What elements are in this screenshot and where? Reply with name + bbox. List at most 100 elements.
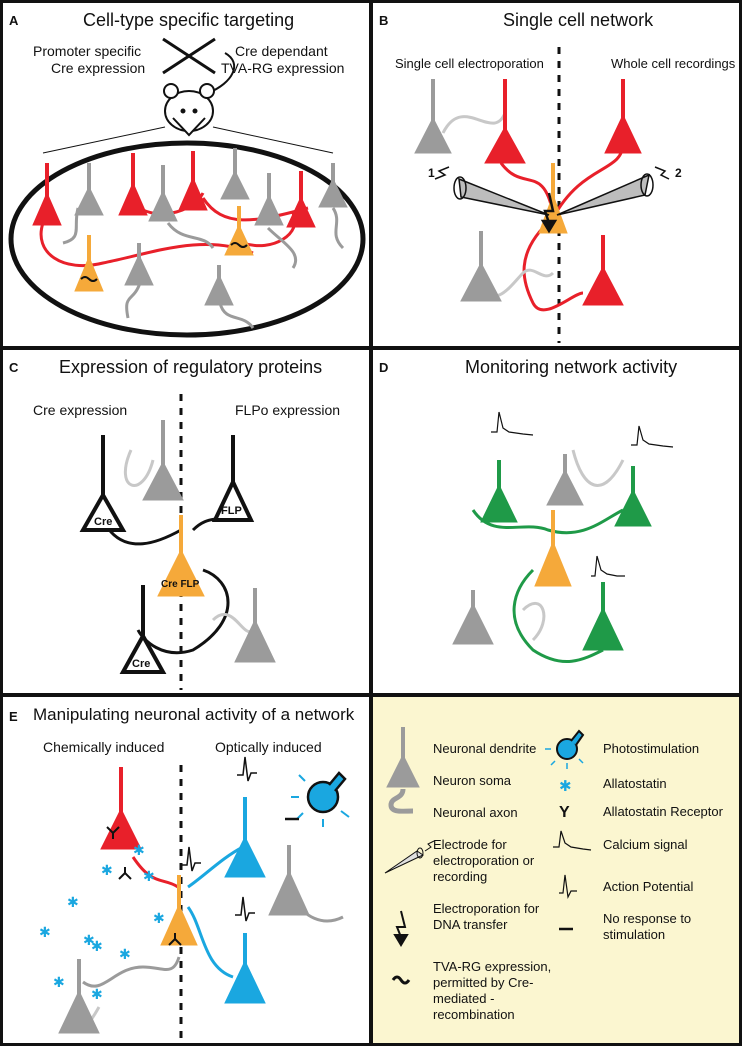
allatostatin-icon: ✱: [559, 777, 572, 795]
neuron-gray-4: [254, 173, 284, 226]
svg-text:✱: ✱: [91, 939, 103, 955]
axon-icon: [388, 788, 414, 814]
action-potential-icon: [559, 874, 577, 900]
neuron-gray-2: [58, 959, 100, 1034]
legend-axon-text: Neuronal axon: [433, 805, 518, 820]
panel-c-drawing: Cre FLP Cre FLP Cre: [79, 394, 276, 690]
neuron-gray-1: [142, 420, 184, 501]
neuron-red-3: [178, 151, 208, 211]
panel-a-right-text-1: Cre dependant: [235, 43, 328, 59]
neuron-red-1: [484, 79, 526, 164]
neuron-outline-cre-2: [119, 585, 167, 674]
legend-action-potential-text: Action Potential: [603, 879, 694, 894]
calcium-signal-icon: [553, 830, 592, 851]
neuron-orange-1: [74, 235, 104, 292]
creflp-label: Cre FLP: [161, 579, 200, 590]
panel-e: E Manipulating neuronal activity of a ne…: [0, 694, 372, 1046]
tva-rg-icon: [391, 975, 411, 985]
neuron-orange-center: [534, 510, 572, 587]
neuron-red-2: [604, 79, 642, 154]
neuron-gray-2: [148, 165, 178, 222]
neuron-gray-5: [318, 163, 348, 208]
panel-a-left-text-2: Cre expression: [51, 60, 146, 76]
panel-a: A Cell-type specific targeting Promoter …: [0, 0, 372, 349]
panel-b-drawing: [414, 47, 670, 343]
photostimulation-icon: [291, 771, 350, 827]
neuron-gray-1: [414, 79, 452, 154]
panel-e-label: E: [9, 709, 18, 724]
panel-d: D Monitoring network activity: [370, 347, 742, 696]
panel-c: C Expression of regulatory proteins Cre …: [0, 347, 372, 696]
neuron-blue-1: [224, 797, 266, 878]
electroporation-icon: [393, 910, 409, 947]
panel-a-drawing: [8, 37, 366, 338]
allatostatin-icon: ✱✱✱ ✱✱✱ ✱✱✱ ✱✱: [39, 843, 165, 1003]
neuron-green-2: [614, 466, 652, 527]
svg-text:✱: ✱: [39, 925, 51, 941]
neuron-gray-3: [220, 148, 250, 200]
svg-text:✱: ✱: [143, 869, 155, 885]
action-potential-icon: [181, 756, 257, 922]
panel-c-title: Expression of regulatory proteins: [59, 357, 323, 377]
legend-icons: ✱ Y: [384, 727, 592, 985]
electrode-right-icon: [556, 166, 670, 216]
electrode-2-label: 2: [675, 166, 682, 180]
panel-d-title: Monitoring network activity: [465, 357, 678, 377]
svg-text:✱: ✱: [101, 863, 113, 879]
neuron-gray-2: [460, 231, 502, 302]
legend-allatostatin-text: Allatostatin: [603, 776, 667, 791]
neuron-gray-7: [204, 265, 234, 306]
svg-text:✱: ✱: [91, 987, 103, 1003]
neuron-green-1: [480, 460, 518, 523]
allatostatin-receptor-icon: [106, 826, 182, 946]
panel-e-right-text: Optically induced: [215, 739, 322, 755]
neuron-blue-2: [224, 933, 266, 1004]
mouse-icon: [163, 52, 236, 137]
neuron-orange-creflp: [157, 515, 205, 597]
legend-soma-text: Neuron soma: [433, 773, 512, 788]
neuron-red-4: [286, 171, 316, 228]
svg-text:✱: ✱: [119, 947, 131, 963]
panel-a-label: A: [9, 13, 19, 28]
svg-text:✱: ✱: [133, 843, 145, 859]
panel-d-drawing: [452, 411, 674, 664]
panel-b: B Single cell network Single cell electr…: [370, 0, 742, 349]
photostimulation-icon: [545, 729, 585, 769]
neuron-red-1: [32, 163, 62, 226]
legend-tva-rg-text: TVA-RG expression, permitted by Cre-medi…: [433, 959, 552, 1022]
calcium-signal-icon: [491, 411, 674, 577]
allatostatin-receptor-icon: Y: [559, 804, 570, 821]
neuron-gray-1: [268, 845, 310, 916]
panel-b-label: B: [379, 13, 389, 28]
neuron-gray-1: [546, 454, 584, 506]
svg-text:✱: ✱: [53, 975, 65, 991]
panel-c-right-text: FLPo expression: [235, 402, 341, 418]
neuron-gray-6: [124, 243, 154, 286]
svg-text:✱: ✱: [153, 911, 165, 927]
panel-a-left-text-1: Promoter specific: [33, 43, 142, 59]
flp-label: FLP: [221, 505, 242, 517]
neuron-green-3: [582, 582, 624, 651]
cre-label-1: Cre: [94, 516, 112, 528]
panel-a-right-text-2: TVA-RG expression: [221, 60, 345, 76]
legend-calcium-signal-text: Calcium signal: [603, 837, 688, 852]
neuron-red-2: [118, 153, 148, 216]
legend-dendrite-text: Neuronal dendrite: [433, 741, 537, 756]
neuron-gray-1: [74, 163, 104, 216]
neuron-outline-flp: [211, 435, 255, 522]
cre-label-2: Cre: [132, 658, 150, 670]
legend-panel: ✱ Y Neuronal dendrite Neuron soma Neuron…: [370, 694, 742, 1046]
legend-electroporation-text: Electroporation for DNA transfer: [433, 901, 540, 932]
panel-c-left-text: Cre expression: [33, 402, 128, 418]
neuron-gray-2: [452, 590, 494, 645]
neuron-red-3: [582, 235, 624, 306]
legend-allatostatin-receptor-text: Allatostatin Receptor: [603, 804, 723, 819]
legend-photostimulation-text: Photostimulation: [603, 741, 700, 756]
panel-c-label: C: [9, 360, 19, 375]
panel-e-title: Manipulating neuronal activity of a netw…: [33, 705, 355, 724]
svg-text:✱: ✱: [83, 933, 95, 949]
neuron-outline-cre-1: [79, 435, 127, 532]
dendrite-icon: [386, 727, 420, 788]
neuron-orange-2: [224, 206, 254, 256]
panel-d-label: D: [379, 360, 389, 375]
